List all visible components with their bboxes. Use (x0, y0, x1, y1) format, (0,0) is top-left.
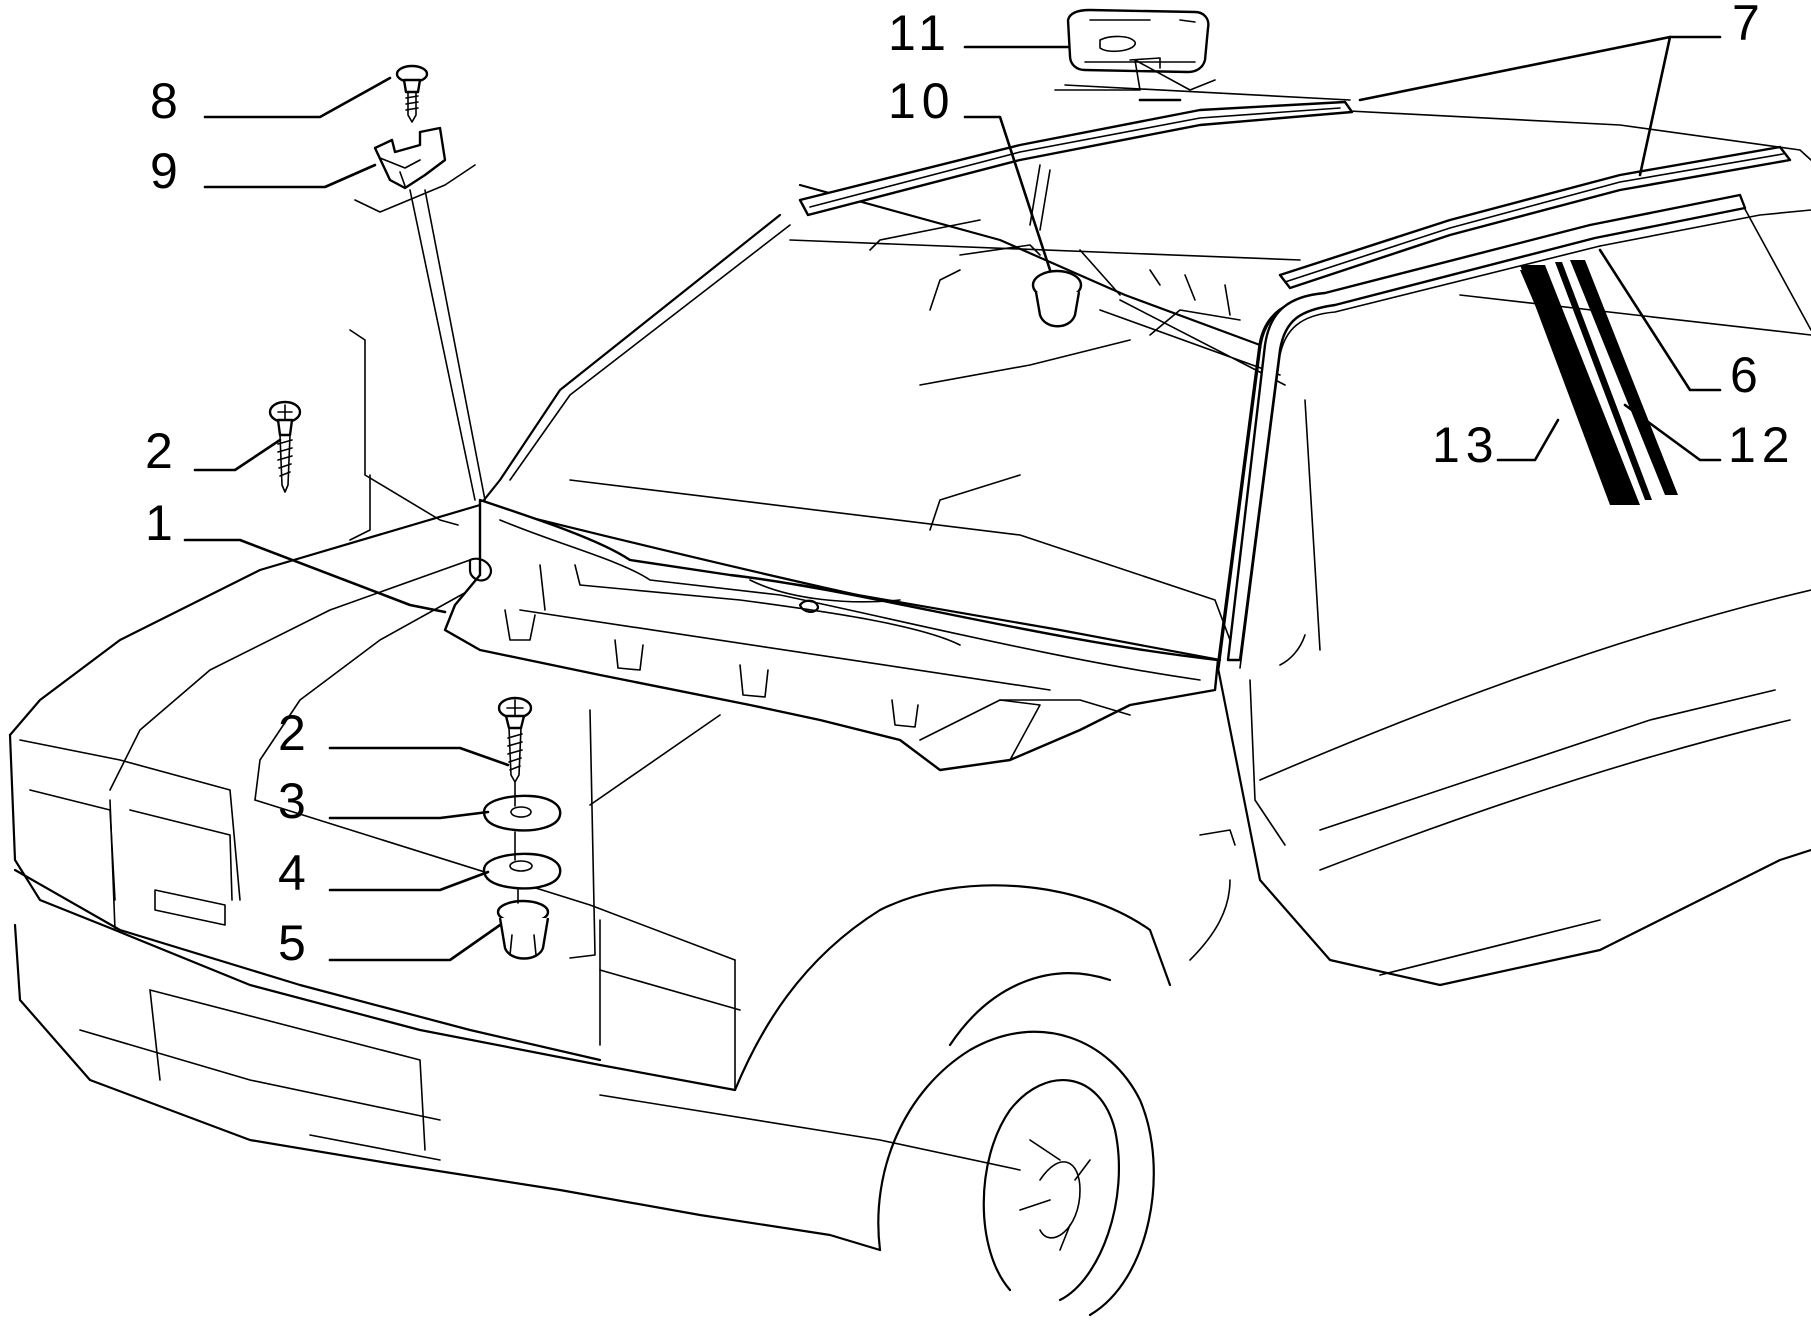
callout-6: 8 (150, 73, 184, 129)
part-2-screw-left (268, 400, 302, 493)
part-6-screw (395, 64, 429, 123)
part-5-grommet (496, 889, 550, 960)
callout-7: 9 (150, 143, 184, 199)
callout-3: 3 (278, 773, 312, 829)
part-11-bracket (1066, 8, 1210, 74)
callout-2-left: 2 (145, 423, 179, 479)
callout-12: 12 (1728, 417, 1796, 473)
part-2-screw-middle (497, 696, 533, 783)
part-9-roof-drip-moulding (798, 98, 1792, 290)
callout-10: 10 (888, 73, 956, 129)
callout-4: 4 (278, 845, 312, 901)
part-8-window-seal (1226, 193, 1747, 662)
callout-11: 11 (888, 5, 952, 61)
leader-lines (183, 35, 1722, 962)
part-7-clip (373, 126, 447, 190)
callout-labels: 8 9 2 1 2 3 4 5 11 10 7 6 12 13 (145, 0, 1796, 971)
part-12-13-pillar-trim (1520, 260, 1678, 505)
callout-1: 1 (145, 495, 179, 551)
part-1-cowl-panel (443, 498, 1220, 772)
callout-9: 7 (1732, 0, 1766, 51)
callout-2-middle: 2 (278, 705, 312, 761)
part-10-grommet (1031, 269, 1083, 328)
callout-5: 5 (278, 915, 312, 971)
part-4-washer (482, 831, 562, 890)
car-body-outline (8, 84, 1811, 1317)
callout-13: 13 (1432, 417, 1500, 473)
callout-8: 6 (1730, 347, 1764, 403)
part-3-washer (482, 781, 562, 832)
